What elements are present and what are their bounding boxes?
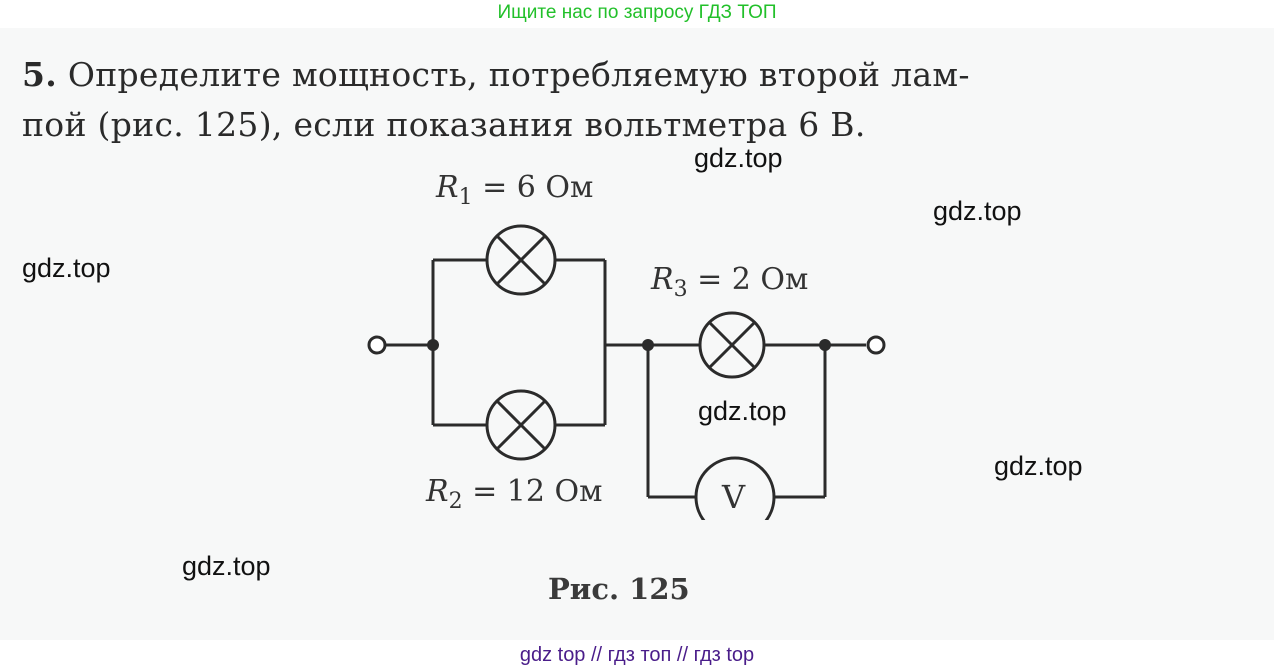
watermark: gdz.top — [933, 196, 1022, 226]
figure-caption: Рис. 125 — [548, 572, 690, 606]
r2-label: R2 = 12 Ом — [426, 474, 603, 514]
lamp-r1-icon — [485, 224, 557, 296]
problem-line-2: пой (рис. 125), если показания вольтметр… — [22, 105, 866, 144]
r3-label: R3 = 2 Ом — [651, 262, 809, 302]
watermark: gdz.top — [182, 551, 271, 581]
footer-watermark: gdz top // гдз топ // гдз top — [519, 644, 755, 666]
watermark: gdz.top — [994, 451, 1083, 481]
voltmeter-icon — [694, 456, 776, 520]
problem-text: 5. Определите мощность, потребляемую вто… — [22, 50, 970, 150]
watermark: gdz.top — [22, 253, 111, 283]
problem-line-1: Определите мощность, потребляемую второй… — [67, 55, 970, 94]
circuit-diagram — [367, 224, 886, 520]
watermark: gdz.top — [698, 396, 787, 426]
watermark: gdz.top — [694, 143, 783, 173]
textbook-page — [0, 28, 1274, 640]
problem-number: 5. — [22, 55, 58, 94]
lamp-r2-icon — [485, 389, 557, 461]
search-banner: Ищите нас по запросу ГДЗ ТОП — [497, 2, 777, 23]
r1-label: R1 = 6 Ом — [436, 170, 594, 210]
voltmeter-label: V — [722, 478, 746, 516]
lamp-r3-icon — [698, 311, 766, 379]
